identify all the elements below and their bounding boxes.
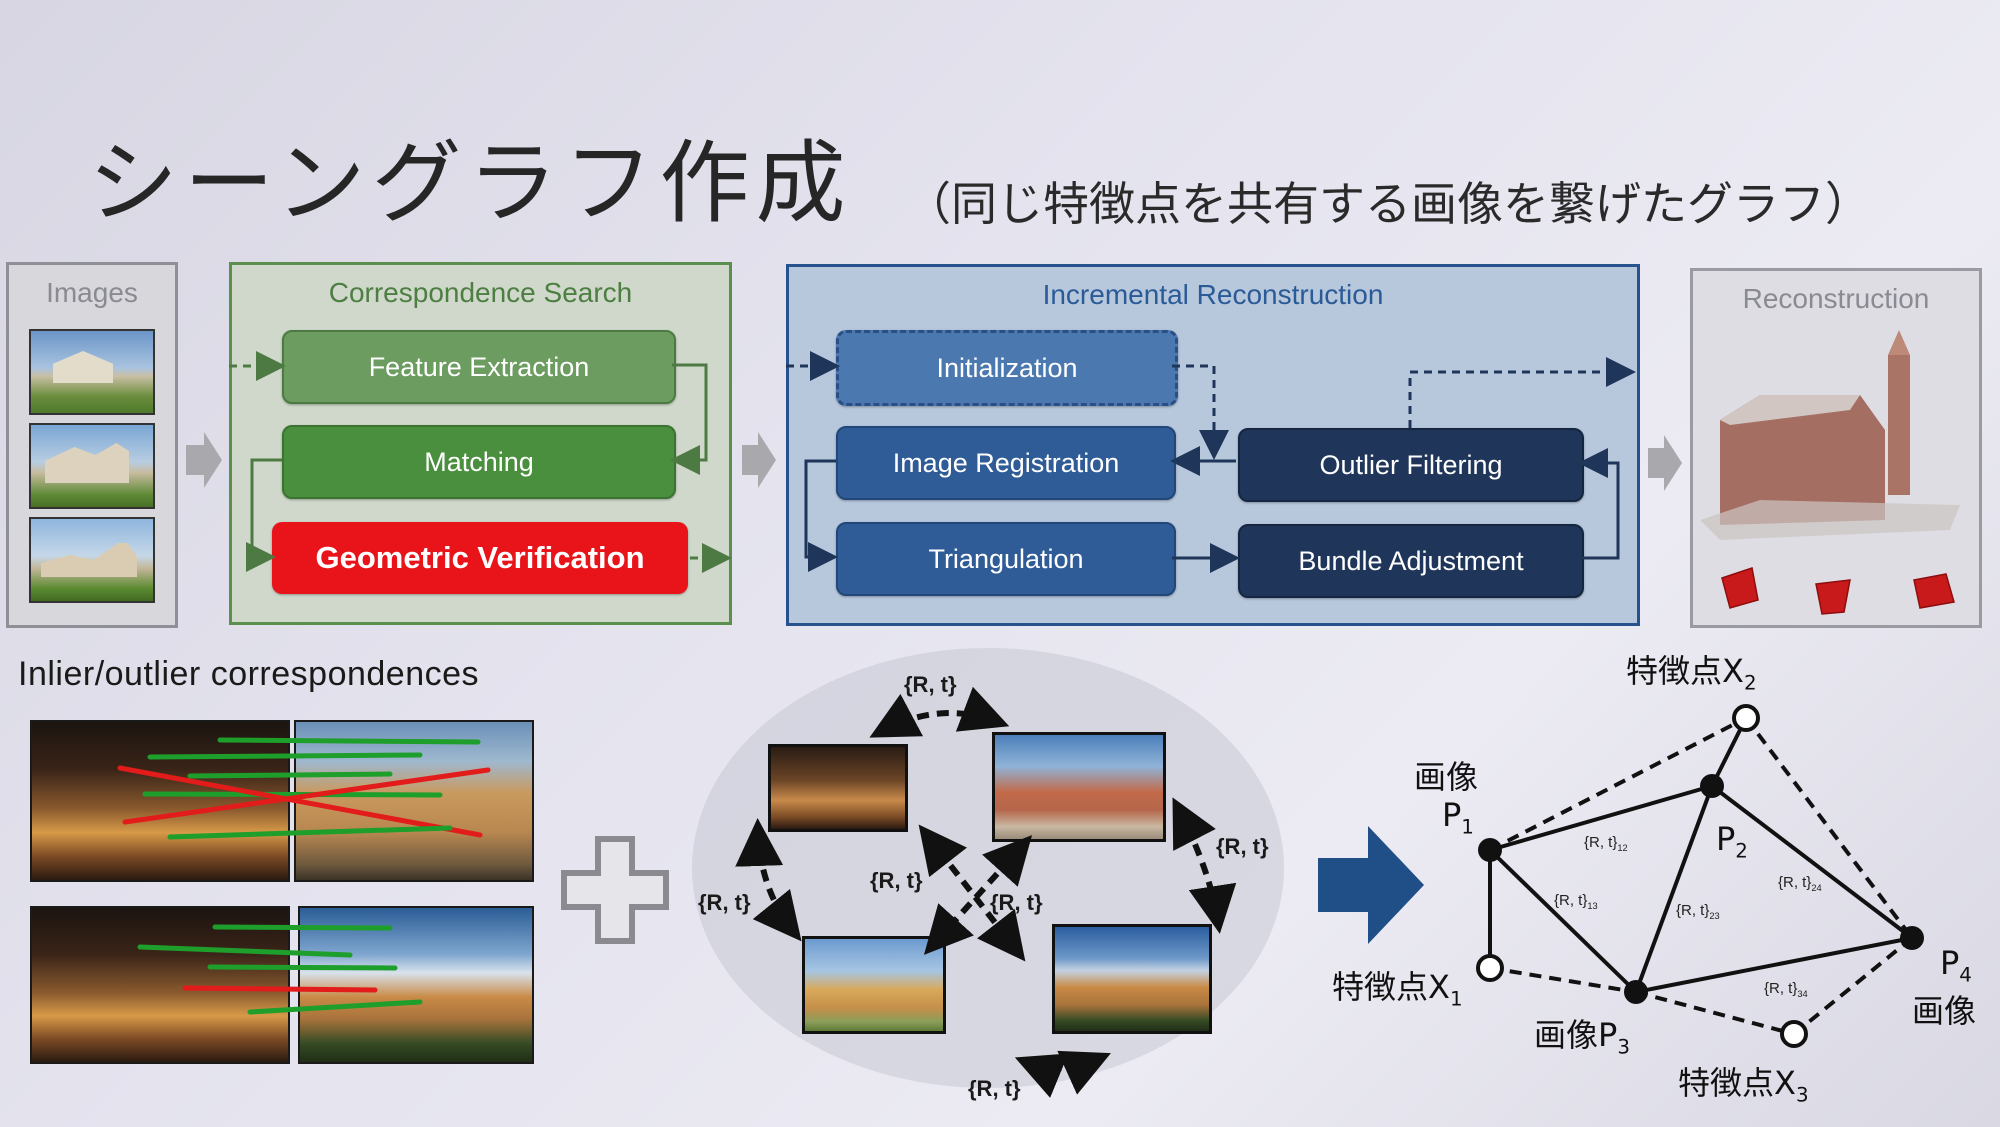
plus-icon [561,836,669,944]
pose-image-4 [1052,924,1212,1034]
image-p3-label: 画像P3 [1534,1016,1630,1059]
initialization-box: Initialization [836,330,1178,406]
images-panel-label: Images [46,277,138,308]
pipeline-connectors [186,330,1960,615]
pose-edge-label-top: {R, t} [904,672,957,697]
correspondence-lines [117,737,491,1015]
geometric-verification-box: Geometric Verification [272,522,688,594]
edge-13-label: {R, t}13 [1554,892,1598,911]
input-image-1 [29,329,155,415]
feature-x3-label: 特徴点X3 [1678,1064,1809,1107]
node-p4 [1900,926,1924,950]
image-p1-word-label: 画像 [1414,758,1479,796]
reconstruction-model [1700,330,1960,540]
node-p1 [1478,838,1502,862]
matching-box: Matching [282,425,676,499]
pose-graph-arrows [735,686,1237,1098]
stage-arrow-2 [742,432,776,488]
image-p4-label: P4 [1940,944,1972,987]
pose-image-2 [992,732,1166,842]
edge-23-label: {R, t}23 [1676,902,1720,921]
node-x2 [1732,704,1760,732]
pose-image-1 [768,744,908,832]
images-panel: Images [6,262,178,628]
scene-graph [1476,704,1924,1048]
edge-34-label: {R, t}34 [1764,980,1808,999]
bundle-adjustment-box: Bundle Adjustment [1238,524,1584,598]
stage-arrow-3 [1648,435,1682,491]
image-p1-label: P1 [1442,796,1474,839]
colosseum-day-1 [294,720,534,882]
input-image-3 [29,517,155,603]
image-p4-word-label: 画像 [1912,992,1977,1030]
correspondence-search-label: Correspondence Search [328,277,633,308]
incremental-reconstruction-label: Incremental Reconstruction [1042,279,1384,310]
pose-edge-label-center-right: {R, t} [990,890,1043,915]
node-p2 [1700,774,1724,798]
reconstruction-label: Reconstruction [1742,283,1930,314]
image-p2-label: P2 [1716,820,1748,863]
colosseum-day-2 [298,906,534,1064]
node-x3 [1780,1020,1808,1048]
pose-edge-label-left: {R, t} [698,890,751,915]
node-x1 [1476,954,1504,982]
camera-frustums [1721,567,1955,615]
pose-edge-label-right: {R, t} [1216,834,1269,859]
feature-x2-label: 特徴点X2 [1626,652,1757,695]
input-image-2 [29,423,155,509]
colosseum-night-1 [30,720,290,882]
correspondences-label: Inlier/outlier correspondences [18,655,480,693]
outlier-filtering-box: Outlier Filtering [1238,428,1584,502]
edge-12-label: {R, t}12 [1584,834,1628,853]
big-right-arrow-icon [1318,826,1424,944]
pose-edge-label-center: {R, t} [870,868,923,893]
triangulation-box: Triangulation [836,522,1176,596]
pose-edge-label-bottom: {R, t} [968,1076,1021,1101]
edge-24-label: {R, t}24 [1778,874,1822,893]
node-p3 [1624,980,1648,1004]
slide-subtitle: （同じ特徴点を共有する画像を繋げたグラフ） [905,177,1871,231]
image-registration-box: Image Registration [836,426,1176,500]
colosseum-night-2 [30,906,290,1064]
slide-title: シーングラフ作成 [88,131,852,236]
stage-arrow-1 [186,432,222,488]
feature-x1-label: 特徴点X1 [1332,968,1463,1011]
